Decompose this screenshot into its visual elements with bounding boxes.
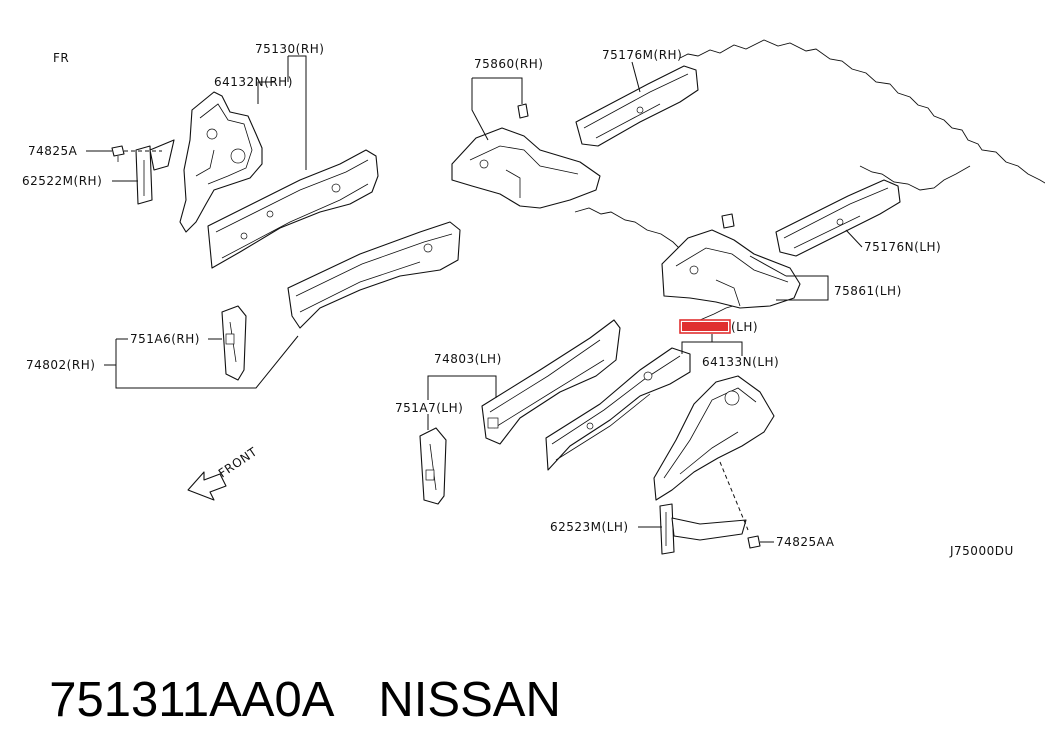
floor-panel-outline [574,39,1045,321]
part-74802-rh [287,221,461,329]
part-labels: 75130(RH) 64132N(RH) 74825A 62522M(RH) 7… [22,42,1014,558]
label-751a6: 751A6(RH) [130,332,200,346]
orientation-label: FR [53,51,69,65]
label-74803: 74803(LH) [434,352,502,366]
parts-diagram: FR FRONT [22,39,1045,558]
label-751a7: 751A7(LH) [395,401,463,415]
part-74825aa-bolt [747,535,761,549]
part-62523m-lh [659,503,747,555]
highlight-fill [682,322,728,331]
front-direction-arrow: FRONT [187,444,260,501]
label-75130: 75130(RH) [255,42,324,56]
label-75860: 75860(RH) [474,57,543,71]
part-75860-rh [451,103,601,209]
part-64132n-rh [179,91,263,233]
part-75176n-lh [775,179,901,257]
part-64133n-lh [653,375,775,501]
part-75861-lh [661,213,801,309]
label-75861: 75861(LH) [834,284,902,298]
front-label: FRONT [216,444,260,480]
part-caption: 751311AA0A NISSAN [22,595,561,727]
label-62522m: 62522M(RH) [22,174,102,188]
label-74802: 74802(RH) [26,358,95,372]
label-75176m: 75176M(RH) [602,48,682,62]
label-64133n: 64133N(LH) [702,355,779,369]
label-62523m: 62523M(LH) [550,520,629,534]
part-62522m-rh [135,139,175,205]
part-751a7-lh [419,427,447,505]
diagram-code: J75000DU [949,544,1014,558]
part-74825a-bolt [111,145,125,162]
part-75131-lh [545,347,691,471]
label-75131-highlighted: (LH) [679,319,758,334]
part-75176m-rh [575,65,699,147]
label-75131-suffix: (LH) [731,320,758,334]
label-64132n: 64132N(RH) [214,75,293,89]
part-number: 751311AA0A [49,673,335,727]
label-74825aa: 74825AA [776,535,835,549]
leader-lines [86,55,863,543]
highlight-box [679,319,731,334]
label-75176n: 75176N(LH) [864,240,941,254]
part-74803-lh [481,319,621,445]
part-751a6-rh [221,305,247,381]
brand-name: NISSAN [378,673,561,727]
label-74825a: 74825A [28,144,78,158]
part-75130-rh [207,149,379,269]
